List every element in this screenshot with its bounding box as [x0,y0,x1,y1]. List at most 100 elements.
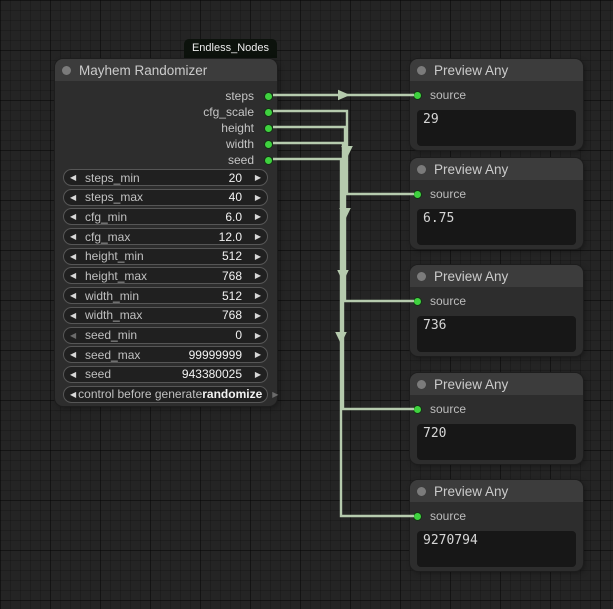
input-port-source[interactable] [413,404,422,414]
decrement-arrow-icon[interactable]: ◀ [70,310,77,320]
widget-value[interactable]: 512 [221,288,242,303]
node-title-bar[interactable]: Preview Any [410,158,583,180]
decrement-arrow-icon[interactable]: ◀ [70,251,77,261]
node-mayhem-randomizer[interactable]: Mayhem Randomizer steps cfg_scale height… [55,59,278,406]
node-status-dot-icon [417,65,426,75]
decrement-arrow-icon[interactable]: ◀ [70,212,77,222]
output-row-height: height [55,120,277,136]
node-title-bar[interactable]: Mayhem Randomizer [55,59,277,81]
link-width[interactable] [273,141,414,411]
widget-value[interactable]: 943380025 [181,367,242,382]
node-title-bar[interactable]: Preview Any [410,480,583,502]
link-arrow-down-icon [335,332,347,344]
increment-arrow-icon[interactable]: ▶ [254,350,261,360]
node-preview-any-5[interactable]: Preview Any source 9270794 [410,480,583,571]
increment-arrow-icon[interactable]: ▶ [254,330,261,340]
widget-value[interactable]: 0 [235,328,242,342]
increment-arrow-icon[interactable]: ▶ [254,251,261,261]
widget-seed_min[interactable]: ◀ seed_min 0 ▶ [63,326,268,344]
widget-value[interactable]: 768 [221,308,242,323]
output-label: steps [225,89,254,103]
input-row-source: source [410,187,583,201]
widget-value[interactable]: 20 [228,170,242,185]
output-port-cfg_scale[interactable] [264,107,273,117]
decrement-arrow-icon[interactable]: ◀ [70,232,77,242]
widget-value[interactable]: 6.0 [225,209,242,224]
output-port-seed[interactable] [264,155,273,165]
output-port-height[interactable] [264,123,273,133]
increment-arrow-icon[interactable]: ▶ [254,192,261,202]
widget-value[interactable]: 512 [221,249,242,264]
increment-arrow-icon[interactable]: ▶ [254,271,261,281]
node-title-bar[interactable]: Preview Any [410,59,583,81]
output-port-width[interactable] [264,139,273,149]
link-seed[interactable] [273,157,414,518]
decrement-arrow-icon[interactable]: ◀ [70,173,77,182]
widget-width_max[interactable]: ◀ width_max 768 ▶ [63,306,268,324]
link-height[interactable] [273,125,414,303]
decrement-arrow-icon[interactable]: ◀ [70,291,77,301]
widget-value[interactable]: 99999999 [188,347,242,362]
widget-label: height_min [85,249,144,264]
decrement-arrow-icon[interactable]: ◀ [70,192,77,202]
preview-value-box: 9270794 [417,531,576,567]
widget-value[interactable]: 12.0 [218,229,242,244]
node-preview-any-2[interactable]: Preview Any source 6.75 [410,158,583,249]
input-port-source[interactable] [413,189,422,199]
widget-value[interactable]: 768 [221,268,242,283]
widget-height_max[interactable]: ◀ height_max 768 ▶ [63,267,268,285]
output-label: seed [227,153,254,167]
output-row-cfg_scale: cfg_scale [55,104,277,120]
increment-arrow-icon[interactable]: ▶ [254,212,261,222]
increment-arrow-icon[interactable]: ▶ [254,173,261,182]
widget-control-before-generate[interactable]: ◀ control before generate randomize ▶ [63,385,278,403]
next-option-arrow-icon[interactable]: ▶ [272,389,279,399]
widget-steps_max[interactable]: ◀ steps_max 40 ▶ [63,188,268,206]
input-port-source[interactable] [413,511,422,521]
widget-label: seed_min [85,328,138,342]
widget-seed_max[interactable]: ◀ seed_max 99999999 ▶ [63,346,268,364]
node-preview-any-3[interactable]: Preview Any source 736 [410,265,583,356]
widget-seed[interactable]: ◀ seed 943380025 ▶ [63,365,268,383]
node-title: Preview Any [434,268,509,284]
widget-width_min[interactable]: ◀ width_min 512 ▶ [63,287,268,305]
output-label: width [225,137,254,151]
widget-cfg_max[interactable]: ◀ cfg_max 12.0 ▶ [63,228,268,246]
input-label: source [430,187,467,201]
widget-value[interactable]: randomize [202,387,263,402]
input-label: source [430,294,467,308]
decrement-arrow-icon[interactable]: ◀ [70,271,77,281]
widget-label: cfg_min [85,209,128,224]
node-preview-any-4[interactable]: Preview Any source 720 [410,373,583,464]
input-label: source [430,509,467,523]
widget-label: control before generate [78,387,203,402]
increment-arrow-icon[interactable]: ▶ [254,369,261,379]
node-title-bar[interactable]: Preview Any [410,265,583,287]
widget-value[interactable]: 40 [228,190,242,205]
widget-height_min[interactable]: ◀ height_min 512 ▶ [63,247,268,265]
input-port-source[interactable] [413,296,422,306]
decrement-arrow-icon[interactable]: ◀ [70,369,77,379]
input-row-source: source [410,294,583,308]
widget-label: seed [85,367,112,382]
increment-arrow-icon[interactable]: ▶ [254,291,261,301]
preview-value: 29 [423,112,439,127]
input-port-source[interactable] [413,90,422,100]
widget-label: height_max [85,268,148,283]
preview-value-box: 29 [417,110,576,146]
prev-option-arrow-icon[interactable]: ◀ [70,389,77,399]
decrement-arrow-icon[interactable]: ◀ [70,330,77,340]
widget-cfg_min[interactable]: ◀ cfg_min 6.0 ▶ [63,208,268,226]
widget-steps_min[interactable]: ◀ steps_min 20 ▶ [63,169,268,186]
node-title: Preview Any [434,62,509,78]
increment-arrow-icon[interactable]: ▶ [254,232,261,242]
link-cfg_scale[interactable] [273,109,414,196]
output-port-steps[interactable] [264,91,273,101]
decrement-arrow-icon[interactable]: ◀ [70,350,77,360]
node-title-bar[interactable]: Preview Any [410,373,583,395]
node-preview-any-1[interactable]: Preview Any source 29 [410,59,583,150]
node-status-dot-icon [417,271,426,281]
increment-arrow-icon[interactable]: ▶ [254,310,261,320]
node-status-dot-icon [417,486,426,496]
